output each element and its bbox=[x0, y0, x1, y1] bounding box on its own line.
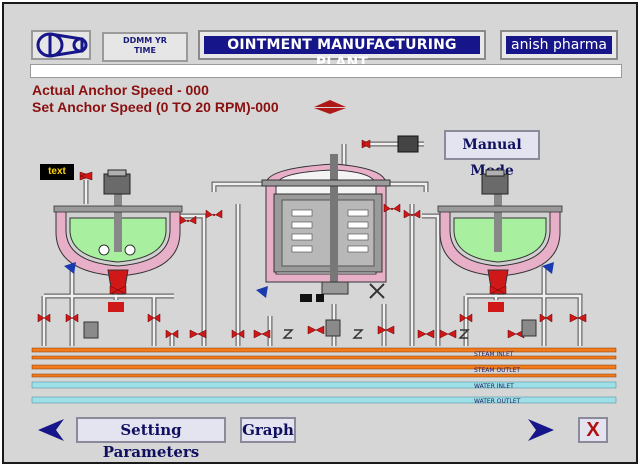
blue-valve-icon bbox=[64, 262, 76, 274]
water-inlet-label: WATER INLET bbox=[474, 383, 514, 390]
graph-button[interactable]: Graph bbox=[240, 417, 296, 443]
steam-inlet-label: STEAM INLET bbox=[474, 351, 514, 358]
pump-group bbox=[83, 319, 537, 339]
company-panel: anish pharma bbox=[500, 30, 618, 60]
left-arrow-icon[interactable] bbox=[36, 417, 66, 443]
actual-speed-text: Actual Anchor Speed - 000 bbox=[32, 82, 209, 98]
header-pipes bbox=[31, 347, 617, 404]
process-diagram bbox=[31, 135, 617, 404]
water-outlet-label: WATER OUTLET bbox=[474, 398, 521, 405]
blue-valve-icon bbox=[542, 262, 554, 274]
left-kettle bbox=[53, 169, 183, 312]
blue-valve-icon bbox=[256, 286, 268, 298]
valve-group bbox=[37, 139, 587, 339]
center-reactor bbox=[261, 154, 391, 302]
exit-button[interactable]: X bbox=[578, 417, 608, 443]
company-name: anish pharma bbox=[506, 36, 612, 54]
datetime-display: DDMM YR TIME bbox=[102, 32, 188, 62]
logo-icon bbox=[30, 28, 94, 62]
text-tag: text bbox=[40, 164, 74, 180]
up-down-arrow-icon[interactable] bbox=[312, 99, 348, 115]
time-label: TIME bbox=[134, 46, 156, 55]
steam-outlet-label: STEAM OUTLET bbox=[474, 367, 521, 374]
set-speed-text: Set Anchor Speed (0 TO 20 RPM)-000 bbox=[32, 99, 279, 115]
date-label: DDMM YR bbox=[123, 36, 167, 45]
right-arrow-icon[interactable] bbox=[526, 417, 556, 443]
message-bar bbox=[30, 64, 622, 78]
setting-parameters-button[interactable]: Setting Parameters bbox=[76, 417, 226, 461]
motor-icon bbox=[397, 135, 419, 153]
fitting-group bbox=[282, 329, 470, 339]
